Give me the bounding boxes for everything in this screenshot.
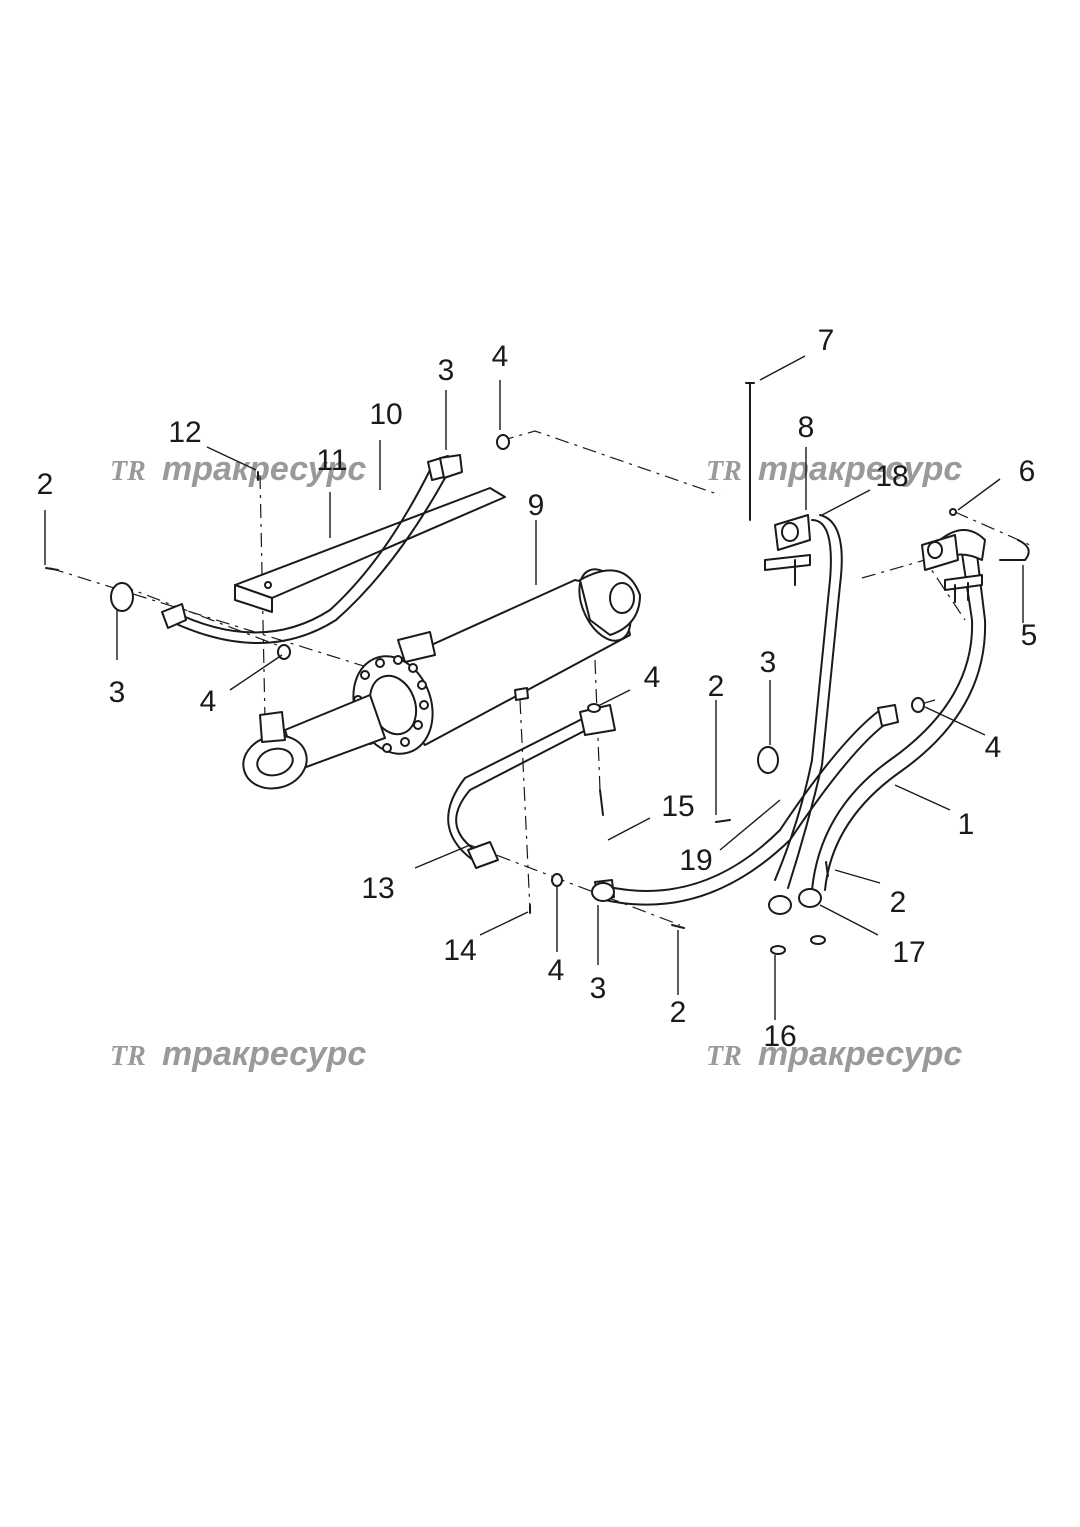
callout-3: 3	[760, 646, 777, 679]
callout-2: 2	[708, 670, 725, 703]
mounting-plate	[234, 487, 506, 613]
callout-10: 10	[369, 398, 402, 431]
watermark-logo: TR	[706, 1041, 742, 1072]
steel-tube-lower	[447, 704, 616, 869]
callout-14: 14	[443, 934, 476, 967]
watermark-text: тракресурс	[758, 450, 962, 488]
callout-16: 16	[763, 1020, 796, 1053]
hose-upper	[161, 454, 463, 644]
watermark-top-right: TR тракресурс	[706, 450, 962, 488]
callout-2: 2	[670, 996, 687, 1029]
hydraulic-cylinder	[242, 568, 641, 790]
callout-15: 15	[661, 790, 694, 823]
callout-2: 2	[37, 468, 54, 501]
watermark-text: тракресурс	[162, 450, 366, 488]
watermark-bottom-left: TR тракресурс	[110, 1035, 366, 1073]
callout-4: 4	[548, 954, 565, 987]
callout-4: 4	[492, 340, 509, 373]
callout-labels: 1 2 2 2 2 3 3 3 3 4 4 4 4 4 5 6 7 8 9 10…	[37, 324, 1038, 1053]
callout-1: 1	[958, 808, 975, 841]
callout-3: 3	[438, 354, 455, 387]
callout-19: 19	[679, 844, 712, 877]
callout-9: 9	[528, 489, 545, 522]
bolts	[45, 382, 957, 929]
o-ring	[277, 434, 925, 955]
watermark-logo: TR	[706, 456, 742, 487]
callout-3: 3	[590, 972, 607, 1005]
callout-4: 4	[644, 661, 661, 694]
leader-lines	[44, 355, 1024, 1020]
watermark-bottom-right: TR тракресурс	[706, 1035, 962, 1073]
callout-11: 11	[316, 444, 347, 477]
hose-vertical	[774, 514, 843, 889]
callout-6: 6	[1019, 455, 1036, 488]
callout-17: 17	[892, 936, 925, 969]
callout-2: 2	[890, 886, 907, 919]
watermark-top-left: TR тракресурс	[110, 450, 366, 488]
bracket-8	[764, 514, 811, 586]
callout-4: 4	[200, 685, 217, 718]
steel-tube-right	[811, 529, 987, 891]
callout-18: 18	[875, 460, 908, 493]
bracket-5	[921, 534, 1030, 603]
watermark-logo: TR	[110, 1041, 146, 1072]
flange-clamp	[110, 582, 822, 915]
callout-5: 5	[1021, 619, 1038, 652]
callout-8: 8	[798, 411, 815, 444]
watermark-logo: TR	[110, 456, 146, 487]
callout-7: 7	[818, 324, 835, 357]
callout-4: 4	[985, 731, 1002, 764]
callout-3: 3	[109, 676, 126, 709]
watermark-text: тракресурс	[162, 1035, 366, 1073]
callout-13: 13	[361, 872, 394, 905]
callout-12: 12	[168, 416, 201, 449]
watermark-text: тракресурс	[758, 1035, 962, 1073]
